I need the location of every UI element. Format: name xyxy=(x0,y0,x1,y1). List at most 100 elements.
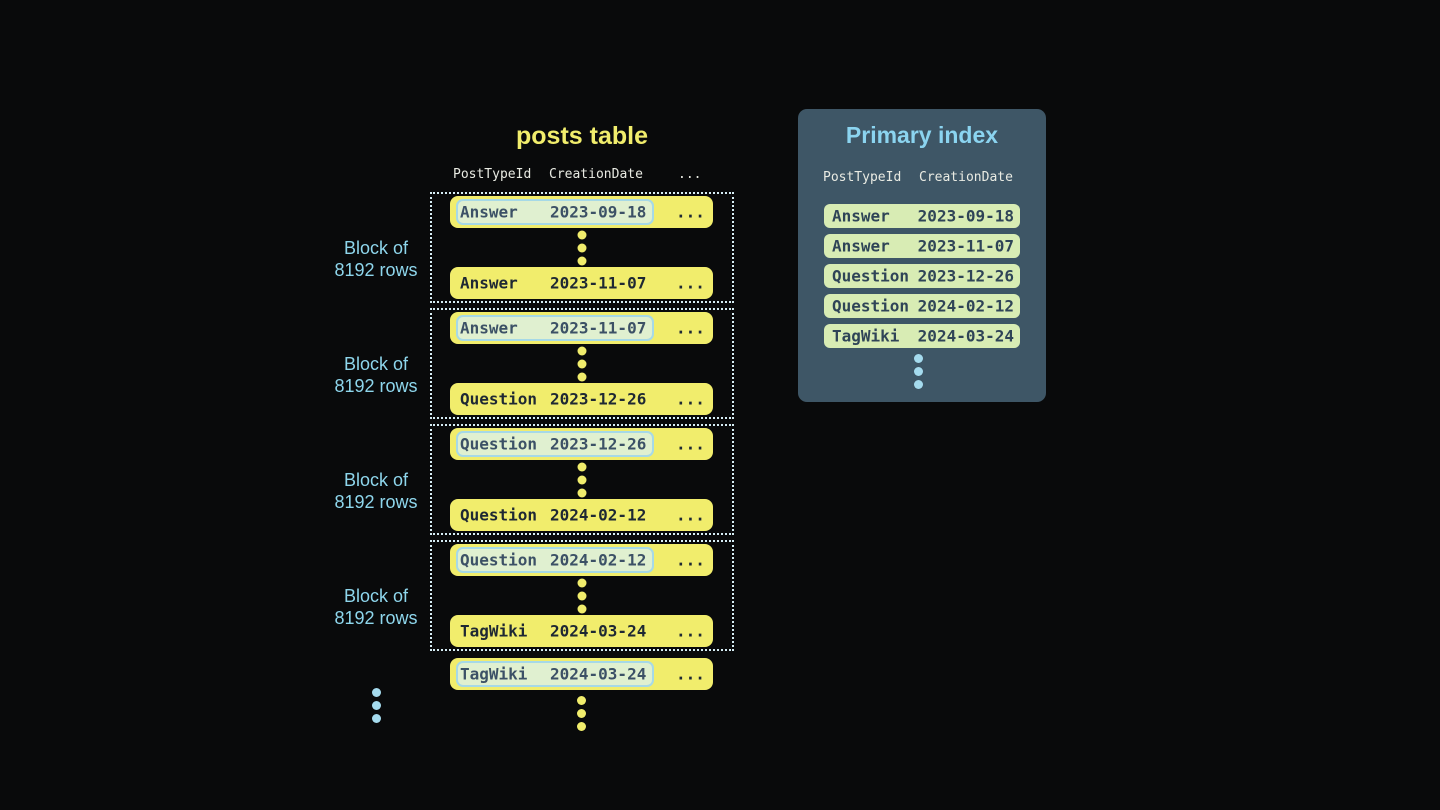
index-posttypeid-value: Answer xyxy=(832,206,890,226)
block-label: Block of 8192 rows xyxy=(314,585,438,629)
table-row: Question 2024-02-12 ... xyxy=(450,544,713,576)
indexed-row-highlight xyxy=(456,547,654,573)
row-posttypeid-value: Answer xyxy=(460,318,518,338)
dot-icon xyxy=(577,462,587,471)
table-row: Question 2024-02-12 ... xyxy=(450,499,713,531)
block-label-line2: 8192 rows xyxy=(334,376,418,396)
index-posttypeid-value: Answer xyxy=(832,236,890,256)
dot-icon xyxy=(577,591,587,600)
dot-icon xyxy=(577,372,587,381)
row-posttypeid-value: Question xyxy=(460,389,538,409)
block-label: Block of 8192 rows xyxy=(314,237,438,281)
posts-table-title: posts table xyxy=(516,122,648,150)
row-ellipsis: ... xyxy=(676,550,705,570)
index-creationdate-value: 2024-03-24 xyxy=(917,326,1014,346)
dot-icon xyxy=(577,230,587,239)
row-creationdate-value: 2023-11-07 xyxy=(550,273,647,293)
block-label-line2: 8192 rows xyxy=(334,260,418,280)
row-creationdate-value: 2024-03-24 xyxy=(550,664,647,684)
row-creationdate-value: 2023-09-18 xyxy=(550,202,647,222)
row-ellipsis: ... xyxy=(676,273,705,293)
primary-index-panel: Primary index PostTypeId CreationDate An… xyxy=(798,109,1046,402)
indexed-row-highlight xyxy=(456,661,654,687)
dot-icon xyxy=(577,696,586,705)
hidden-rows-ellipsis-dots xyxy=(577,230,587,265)
row-creationdate-value: 2024-02-12 xyxy=(550,505,647,525)
index-entry: Answer 2023-09-18 xyxy=(824,204,1020,228)
block-label-line1: Block of xyxy=(343,470,409,490)
index-entry: Question 2024-02-12 xyxy=(824,294,1020,318)
index-posttypeid-value: TagWiki xyxy=(832,326,900,346)
hidden-rows-ellipsis-dots xyxy=(577,346,587,381)
index-creationdate-value: 2023-12-26 xyxy=(917,266,1014,286)
dot-icon xyxy=(914,367,923,376)
row-creationdate-value: 2023-12-26 xyxy=(550,389,647,409)
row-posttypeid-value: TagWiki xyxy=(460,621,528,641)
row-creationdate-value: 2024-02-12 xyxy=(550,550,647,570)
block-label-line2: 8192 rows xyxy=(334,608,418,628)
index-creationdate-value: 2023-11-07 xyxy=(917,236,1014,256)
index-entry: Answer 2023-11-07 xyxy=(824,234,1020,258)
posts-column-header-creationdate: CreationDate xyxy=(549,167,643,182)
indexed-row-highlight xyxy=(456,199,654,225)
posts-column-header-posttypeid: PostTypeId xyxy=(453,167,532,182)
row-creationdate-value: 2023-12-26 xyxy=(550,434,647,454)
table-block-3: Question 2023-12-26 ... Question 2024-02… xyxy=(430,424,734,535)
hidden-rows-ellipsis-dots xyxy=(577,462,587,497)
row-ellipsis: ... xyxy=(676,621,705,641)
index-posttypeid-value: Question xyxy=(832,266,910,286)
table-row: Question 2023-12-26 ... xyxy=(450,428,713,460)
row-ellipsis: ... xyxy=(676,434,705,454)
dot-icon xyxy=(372,701,381,710)
table-row-overflow: TagWiki 2024-03-24 ... xyxy=(450,658,713,690)
dot-icon xyxy=(577,359,587,368)
row-ellipsis: ... xyxy=(676,202,705,222)
row-ellipsis: ... xyxy=(676,389,705,409)
more-blocks-ellipsis-dots xyxy=(372,688,381,723)
row-ellipsis: ... xyxy=(676,505,705,525)
dot-icon xyxy=(577,243,587,252)
block-label: Block of 8192 rows xyxy=(314,353,438,397)
dot-icon xyxy=(577,722,586,731)
row-posttypeid-value: Answer xyxy=(460,202,518,222)
dot-icon xyxy=(577,256,587,265)
row-posttypeid-value: Question xyxy=(460,550,538,570)
table-row: Question 2023-12-26 ... xyxy=(450,383,713,415)
row-creationdate-value: 2024-03-24 xyxy=(550,621,647,641)
dot-icon xyxy=(577,488,587,497)
block-label-line2: 8192 rows xyxy=(334,492,418,512)
table-row: Answer 2023-11-07 ... xyxy=(450,267,713,299)
indexed-row-highlight xyxy=(456,315,654,341)
dot-icon xyxy=(372,714,381,723)
dot-icon xyxy=(914,354,923,363)
block-label-line1: Block of xyxy=(343,354,409,374)
table-block-4: Question 2024-02-12 ... TagWiki 2024-03-… xyxy=(430,540,734,651)
row-posttypeid-value: Question xyxy=(460,505,538,525)
table-row: TagWiki 2024-03-24 ... xyxy=(450,615,713,647)
row-posttypeid-value: Question xyxy=(460,434,538,454)
primary-index-title: Primary index xyxy=(845,122,999,148)
block-label: Block of 8192 rows xyxy=(314,469,438,513)
hidden-rows-ellipsis-dots xyxy=(577,578,587,613)
posts-column-header-more: ... xyxy=(678,167,702,182)
more-index-entries-ellipsis-dots xyxy=(914,354,923,389)
dot-icon xyxy=(372,688,381,697)
row-ellipsis: ... xyxy=(676,664,705,684)
index-posttypeid-value: Question xyxy=(832,296,910,316)
block-label-line1: Block of xyxy=(343,238,409,258)
index-column-header-creationdate: CreationDate xyxy=(919,170,1013,185)
index-creationdate-value: 2023-09-18 xyxy=(917,206,1014,226)
row-posttypeid-value: Answer xyxy=(460,273,518,293)
table-block-2: Answer 2023-11-07 ... Question 2023-12-2… xyxy=(430,308,734,419)
dot-icon xyxy=(577,475,587,484)
index-creationdate-value: 2024-02-12 xyxy=(917,296,1014,316)
row-creationdate-value: 2023-11-07 xyxy=(550,318,647,338)
block-label-line1: Block of xyxy=(343,586,409,606)
index-entry: TagWiki 2024-03-24 xyxy=(824,324,1020,348)
dot-icon xyxy=(577,709,586,718)
dot-icon xyxy=(914,380,923,389)
more-rows-ellipsis-dots xyxy=(577,696,586,731)
indexed-row-highlight xyxy=(456,431,654,457)
index-entry: Question 2023-12-26 xyxy=(824,264,1020,288)
